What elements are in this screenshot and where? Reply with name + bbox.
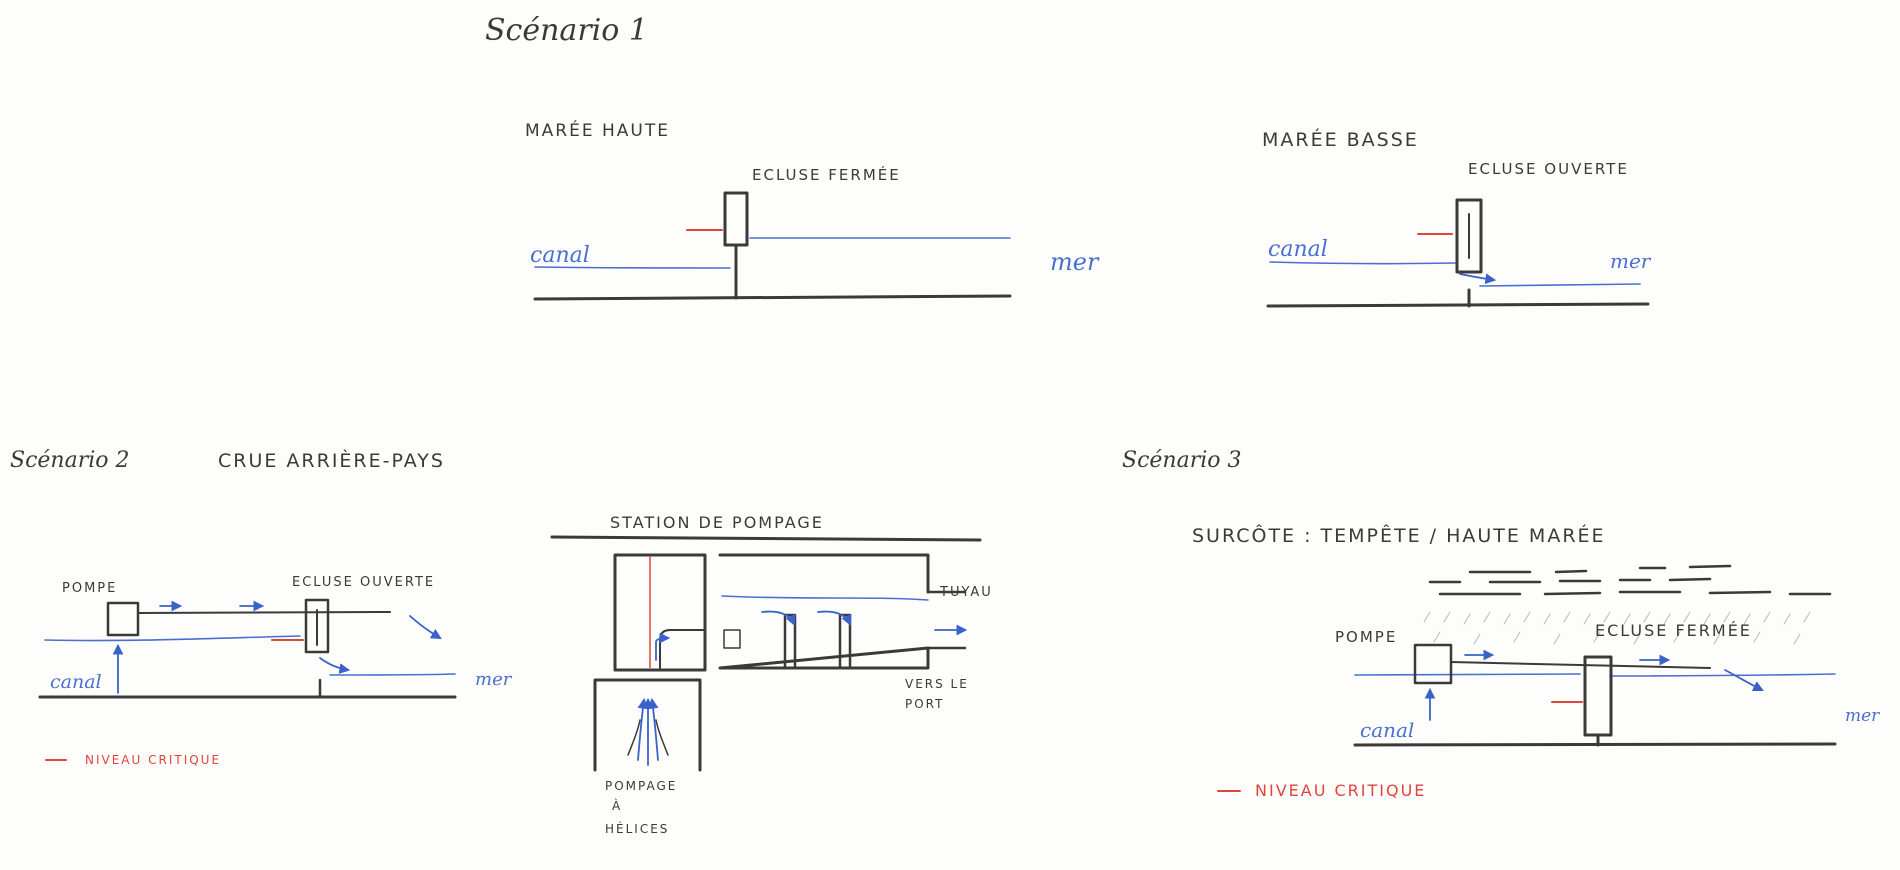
low-tide-label: MARÉE BASSE (1262, 128, 1419, 151)
s2-pump (106, 601, 140, 637)
high-tide-canal-label: canal (530, 243, 590, 268)
pumping-label-line2: À (612, 798, 622, 813)
s3-canal-label: canal (1360, 718, 1414, 742)
station-propeller-well (593, 678, 702, 772)
low-tide-panel: MARÉE BASSE ECLUSE OUVERTE canal mer (1262, 128, 1652, 308)
scenario-3: Scénario 3 SURCÔTE : TEMPÊTE / HAUTE MAR… (1122, 448, 1880, 800)
high-tide-sea-label: mer (1050, 248, 1100, 276)
low-tide-ground (1266, 302, 1650, 308)
s3-legend-critical-label: NIVEAU CRITIQUE (1255, 781, 1426, 800)
s3-lock-gate (1583, 655, 1613, 737)
storm-rain (1423, 611, 1811, 645)
station-pipe (926, 590, 967, 650)
high-tide-ground (533, 294, 1012, 301)
scenario-1: Scénario 1 MARÉE HAUTE ECLUSE FERMÉE can… (485, 13, 1652, 308)
high-tide-canal-water (534, 266, 731, 269)
s3-ground (1353, 742, 1837, 747)
s3-lock-label: ECLUSE FERMÉE (1595, 621, 1752, 640)
scenario-3-subtitle: SURCÔTE : TEMPÊTE / HAUTE MARÉE (1192, 523, 1606, 547)
scenario-3-title: Scénario 3 (1122, 448, 1242, 473)
station-water (721, 595, 929, 601)
low-tide-lock-label: ECLUSE OUVERTE (1468, 160, 1629, 178)
scenario-2: Scénario 2 CRUE ARRIÈRE-PAYS POMPE ECLUS… (10, 448, 993, 836)
s2-sea-water (329, 673, 456, 676)
s2-pump-label: POMPE (62, 581, 117, 596)
s2-canal-water (44, 635, 301, 642)
s3-pump-label: POMPE (1335, 628, 1397, 646)
station-right-chamber (718, 553, 930, 670)
high-tide-panel: MARÉE HAUTE ECLUSE FERMÉE canal mer (525, 119, 1100, 301)
s3-pipe (1450, 661, 1711, 669)
s2-sea-label: mer (475, 669, 513, 690)
low-tide-canal-water (1269, 261, 1456, 265)
s2-lock-flow-arrow (319, 657, 351, 674)
pumping-label-line1: POMPAGE (605, 779, 677, 793)
scenario-2-subtitle: CRUE ARRIÈRE-PAYS (218, 449, 445, 472)
station-outlet-box (723, 629, 741, 649)
pumping-label-line3: HÉLICES (605, 821, 669, 836)
s3-sea-label: mer (1845, 706, 1880, 726)
station-roof (550, 535, 982, 542)
station-to-port-line2: PORT (905, 697, 944, 711)
high-tide-lock-gate (723, 191, 749, 247)
low-tide-canal-label: canal (1268, 237, 1328, 262)
low-tide-sea-water (1479, 283, 1641, 287)
high-tide-label: MARÉE HAUTE (525, 119, 670, 141)
s2-legend-critical-label: NIVEAU CRITIQUE (85, 753, 221, 767)
high-tide-lock-label: ECLUSE FERMÉE (752, 165, 901, 184)
station-title: STATION DE POMPAGE (610, 513, 824, 532)
low-tide-lock-gate (1455, 198, 1483, 274)
station-to-port-line1: VERS LE (905, 677, 969, 691)
flood-diagram: POMPE ECLUSE OUVERTE canal mer NIVEAU CR… (38, 575, 513, 767)
s2-pipe (137, 611, 391, 614)
scenario-2-title: Scénario 2 (10, 448, 130, 473)
low-tide-sea-label: mer (1610, 249, 1652, 273)
storm-clouds (1428, 564, 1832, 596)
s3-pump (1413, 643, 1453, 685)
pumping-station: STATION DE POMPAGE TUYAU VERS LE PORT (550, 513, 993, 836)
s3-sea-water (1609, 673, 1836, 677)
low-tide-outflow-arrow (1459, 273, 1497, 285)
station-left-chamber (613, 553, 707, 672)
s2-canal-label: canal (50, 671, 102, 693)
s2-lock-label: ECLUSE OUVERTE (292, 575, 435, 590)
s3-discharge-arrow (1724, 669, 1764, 691)
s3-canal-water (1354, 673, 1581, 676)
s2-lock-gate (304, 598, 330, 654)
s2-discharge-arrow (409, 615, 442, 640)
scenario-1-title: Scénario 1 (485, 13, 648, 48)
station-pipe-label: TUYAU (939, 585, 993, 600)
